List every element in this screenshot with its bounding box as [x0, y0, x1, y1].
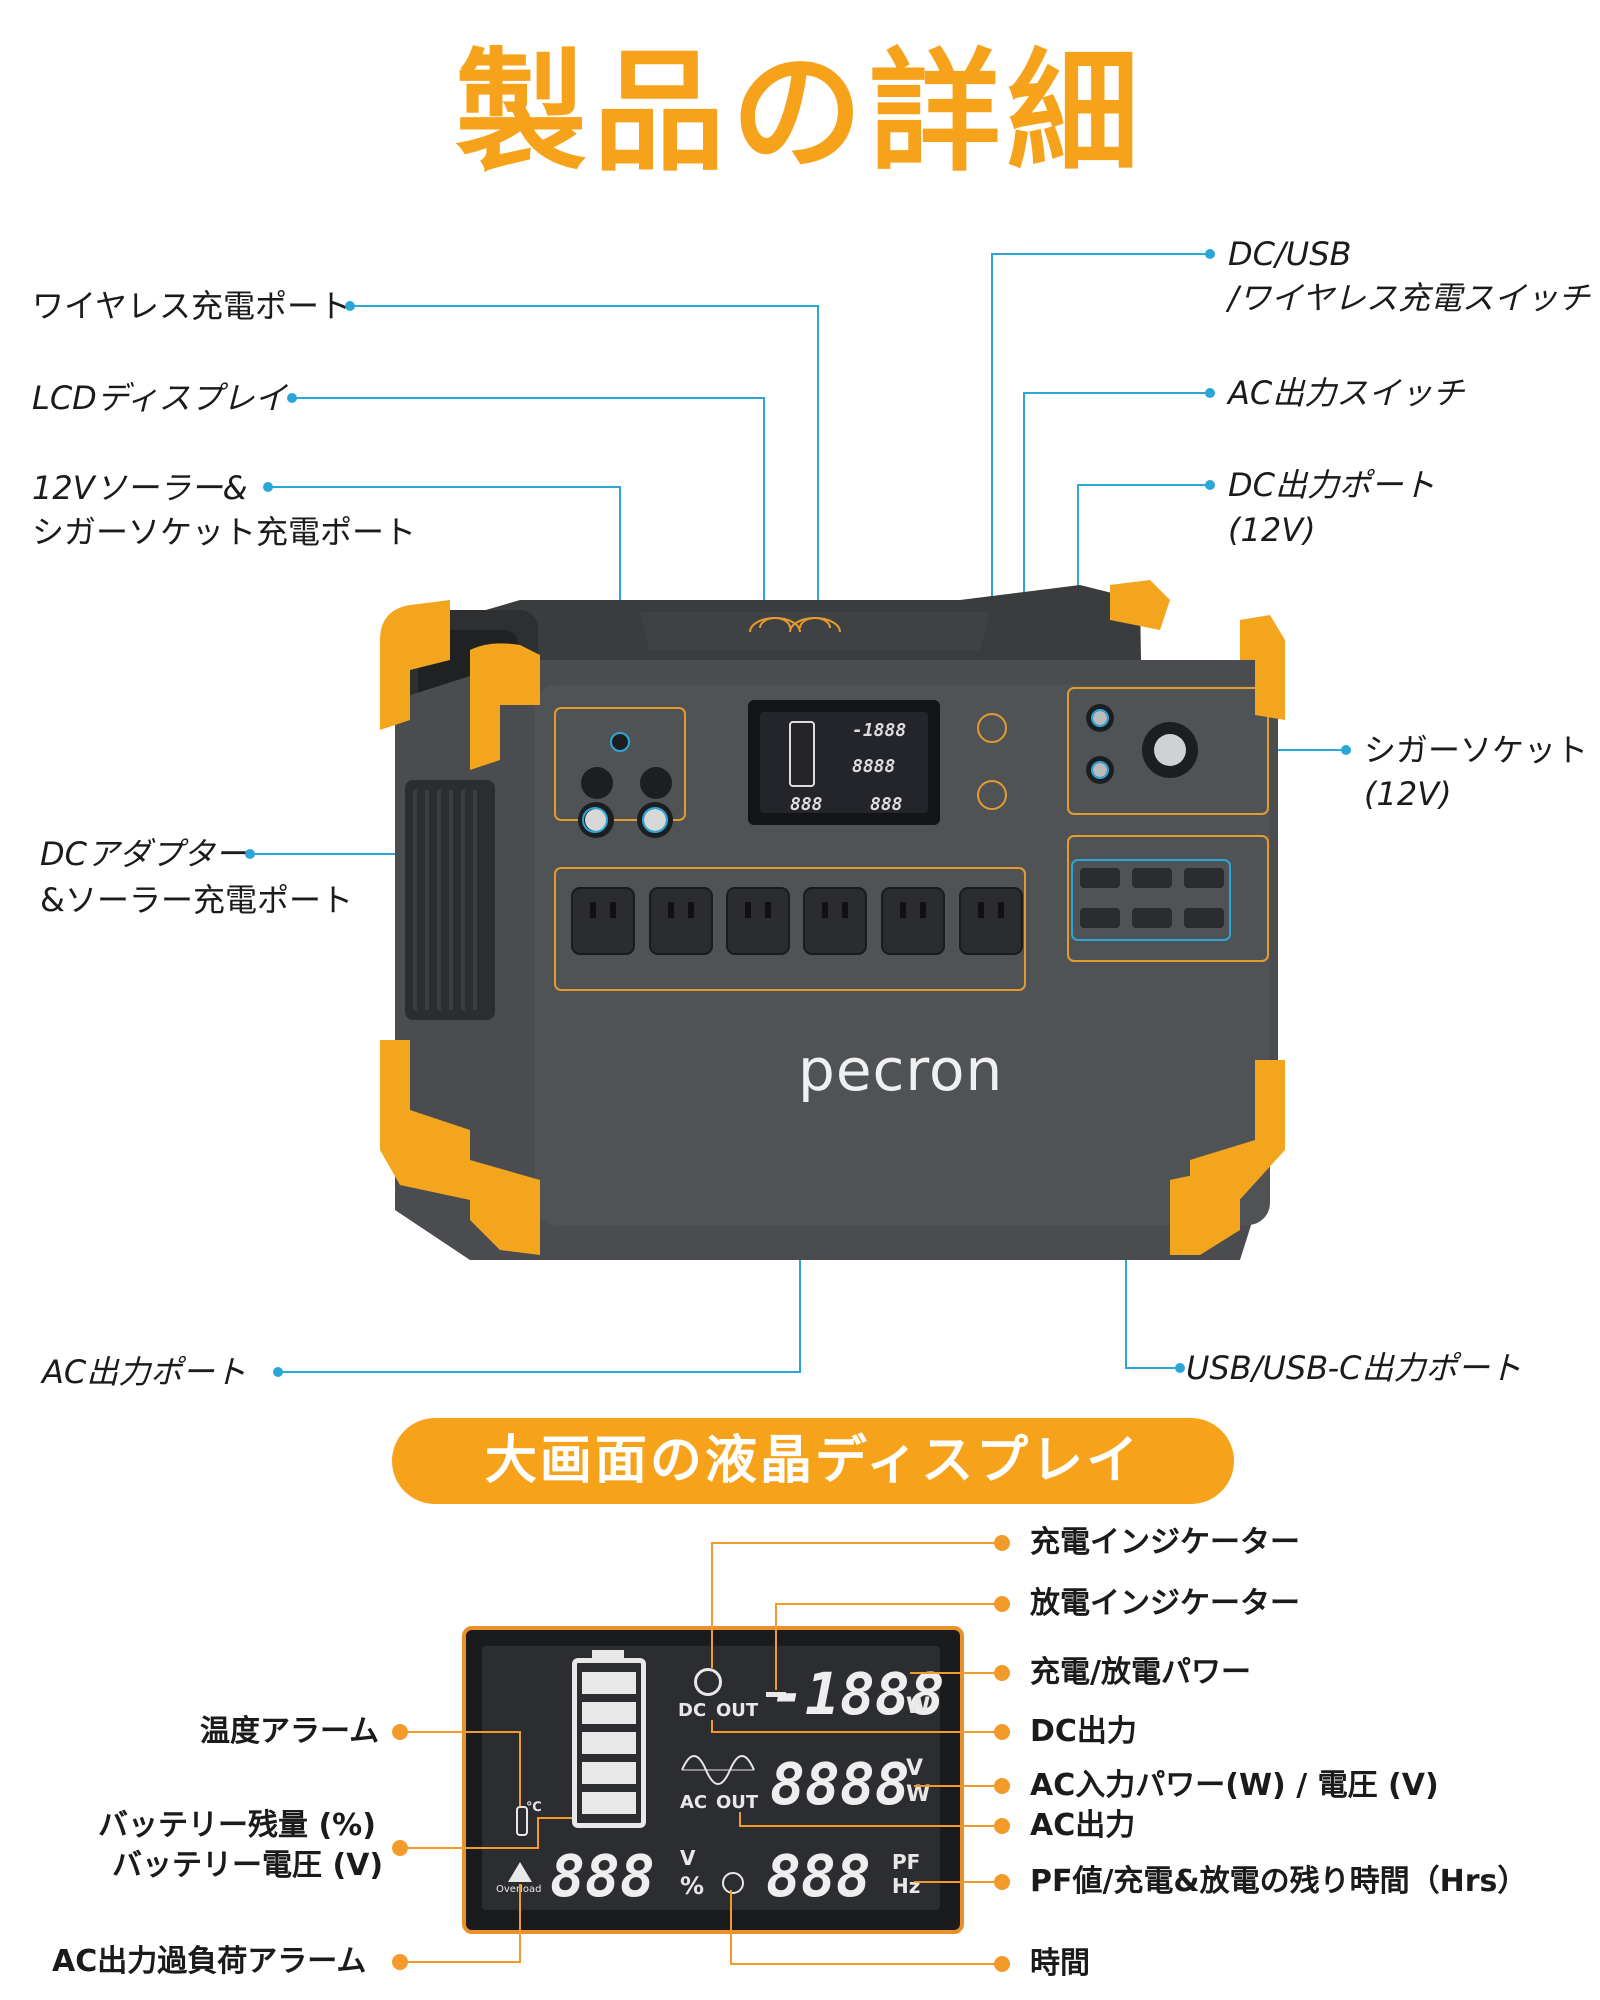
battery-bar-4 — [582, 1762, 636, 1784]
overload-text: Overload — [496, 1884, 542, 1895]
label-lcd-display-text: LCDディスプレイ — [32, 379, 287, 417]
page-title: 製品の詳細 — [455, 36, 1145, 190]
lcd-pf-unit: PF — [892, 1850, 921, 1874]
battery-icon — [572, 1658, 646, 1828]
label-charge-indicator: 充電インジケーター — [1030, 1525, 1300, 1560]
label-temp-alarm: 温度アラーム — [200, 1714, 380, 1749]
lcd-battery-digits: 888 — [550, 1842, 655, 1910]
label-charge-discharge-power: 充電/放電パワー — [1030, 1655, 1251, 1690]
dot-wireless — [345, 301, 355, 311]
label-dc-usb-switch-1: DC/USB — [1228, 235, 1352, 273]
brand-logo: pecron — [798, 1036, 1004, 1104]
svg-text:8888: 8888 — [852, 756, 895, 777]
dot-usb — [1175, 1363, 1185, 1373]
dot-dc-out — [994, 1724, 1010, 1740]
dot-charge-power — [994, 1665, 1010, 1681]
label-solar-12v-1: 12Vソーラー& — [32, 469, 248, 507]
lcd-power-digits: -1888 — [770, 1660, 945, 1728]
dot-dc-usb — [1205, 249, 1215, 259]
dot-cigar — [1341, 745, 1351, 755]
label-wireless-port: ワイヤレス充電ポート — [32, 287, 352, 325]
label-cigar-socket-1: シガーソケット — [1364, 731, 1589, 769]
clock-icon — [722, 1872, 744, 1894]
lcd-battery-v: V — [680, 1846, 696, 1870]
lcd-section-banner: 大画面の液晶ディスプレイ — [392, 1418, 1234, 1504]
dot-charge-ind — [994, 1535, 1010, 1551]
lcd-battery-pct: % — [680, 1872, 705, 1900]
dot-dc-output — [1205, 480, 1215, 490]
label-ac-input-power: AC入力パワー(W) / 電圧 (V) — [1030, 1768, 1439, 1803]
label-ac-output: AC出力 — [1030, 1808, 1136, 1843]
label-dc-output: DC出力 — [1030, 1714, 1137, 1749]
svg-text:888: 888 — [870, 794, 903, 815]
label-lcd-display: LCDディスプレイ — [32, 376, 287, 420]
discharge-minus — [766, 1692, 786, 1697]
battery-bar-3 — [582, 1732, 636, 1754]
label-dc-usb-switch-2: /ワイヤレス充電スイッチ — [1228, 279, 1590, 317]
label-dc-output-port-2: (12V) — [1228, 511, 1316, 549]
label-ac-output-switch: AC出力スイッチ — [1228, 374, 1465, 412]
lcd-out-text-2: OUT — [716, 1792, 759, 1813]
battery-bar-5 — [582, 1792, 636, 1814]
battery-bar-1 — [582, 1672, 636, 1694]
dot-lcd — [287, 393, 297, 403]
label-battery-level-2: バッテリー電圧 (V) — [112, 1848, 384, 1883]
thermometer-icon — [516, 1806, 528, 1836]
dot-ac-port — [273, 1367, 283, 1377]
temp-unit: ℃ — [526, 1800, 542, 1815]
svg-text:888: 888 — [790, 794, 823, 815]
dot-ac-out — [994, 1818, 1010, 1834]
lcd-dc-text: DC — [678, 1700, 707, 1721]
svg-text:-1888: -1888 — [852, 720, 906, 741]
dot-solar — [263, 482, 273, 492]
dot-ac-switch — [1205, 388, 1215, 398]
charge-plug-icon — [694, 1668, 722, 1696]
label-dc-adapter-2: &ソーラー充電ポート — [40, 881, 353, 919]
label-ac-output-port: AC出力ポート — [42, 1353, 247, 1391]
label-overload-alarm: AC出力過負荷アラーム — [52, 1944, 367, 1979]
dot-discharge-ind — [994, 1596, 1010, 1612]
lcd-out-text-1: OUT — [716, 1700, 759, 1721]
dot-temp — [392, 1724, 408, 1740]
lcd-ac-unit-v: V — [906, 1756, 924, 1781]
dot-ac-input — [994, 1778, 1010, 1794]
lcd-hz-unit: Hz — [892, 1874, 921, 1898]
dot-battery — [392, 1840, 408, 1856]
label-pf-remaining: PF値/充電&放電の残り時間（Hrs） — [1030, 1864, 1528, 1899]
dot-pf — [994, 1874, 1010, 1890]
dot-time — [994, 1956, 1010, 1972]
lcd-power-unit: W — [906, 1694, 931, 1719]
label-dc-adapter-1: DCアダプター — [40, 835, 247, 873]
dot-dc-adapter — [245, 849, 255, 859]
label-battery-level-1: バッテリー残量 (%) — [98, 1808, 376, 1843]
label-cigar-socket-2: (12V) — [1364, 775, 1452, 813]
battery-bar-2 — [582, 1702, 636, 1724]
label-discharge-indicator: 放電インジケーター — [1030, 1586, 1300, 1621]
label-usb-output-port: USB/USB-C出力ポート — [1186, 1349, 1522, 1387]
lcd-ac-text: AC — [680, 1792, 708, 1813]
lcd-ac-digits: 8888 — [770, 1750, 910, 1818]
label-dc-output-port-1: DC出力ポート — [1228, 466, 1435, 504]
label-solar-12v-2: シガーソケット充電ポート — [32, 513, 417, 551]
battery-cap — [592, 1650, 624, 1660]
dot-overload — [392, 1954, 408, 1970]
lcd-pf-digits: 888 — [766, 1842, 871, 1910]
label-time: 時間 — [1030, 1946, 1090, 1981]
